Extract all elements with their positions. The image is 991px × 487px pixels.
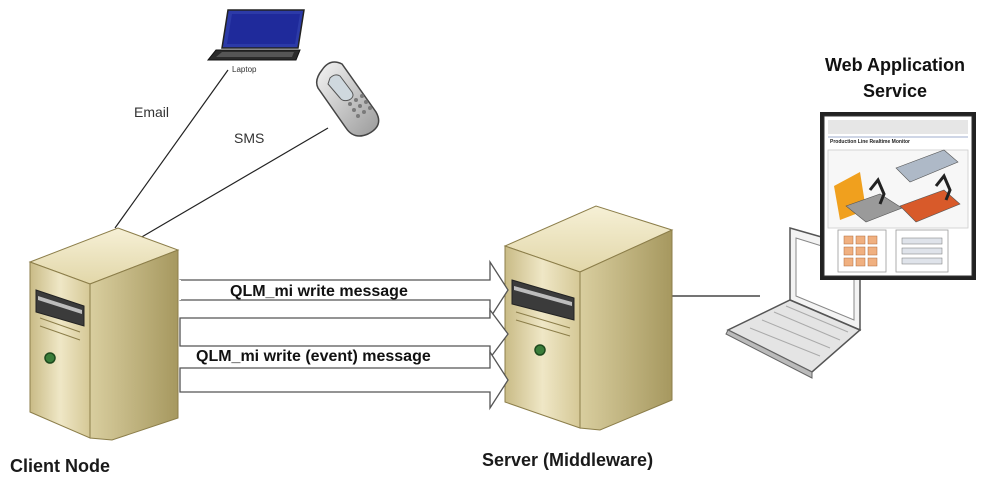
sms-link-line [139,127,329,239]
client-node-label: Client Node [10,456,111,476]
web-app-title: Web Application Service [800,52,990,104]
client-node-server-icon [28,227,180,441]
email-label: Email [134,104,170,120]
mobile-phone-icon [315,61,380,137]
web-application-screen [820,112,976,280]
laptop-caption: Laptop [232,65,257,74]
sms-label: SMS [234,130,265,146]
arrow-write-label: QLM_mi write message [230,283,408,300]
arrow-event-message-lower [179,349,509,411]
middleware-server-icon [503,205,674,431]
laptop-icon [206,9,305,61]
arrow-write-message [179,259,509,321]
email-link-line [114,69,229,229]
web-app-title-line2: Service [862,81,928,101]
screen-header-text: Production Line Realtime Monitor [830,139,911,145]
web-app-title-line1: Web Application [824,55,965,75]
arrow-event-message [179,308,509,360]
server-middleware-label: Server (Middleware) [482,450,654,470]
arrow-event-label: QLM_mi write (event) message [196,348,431,365]
